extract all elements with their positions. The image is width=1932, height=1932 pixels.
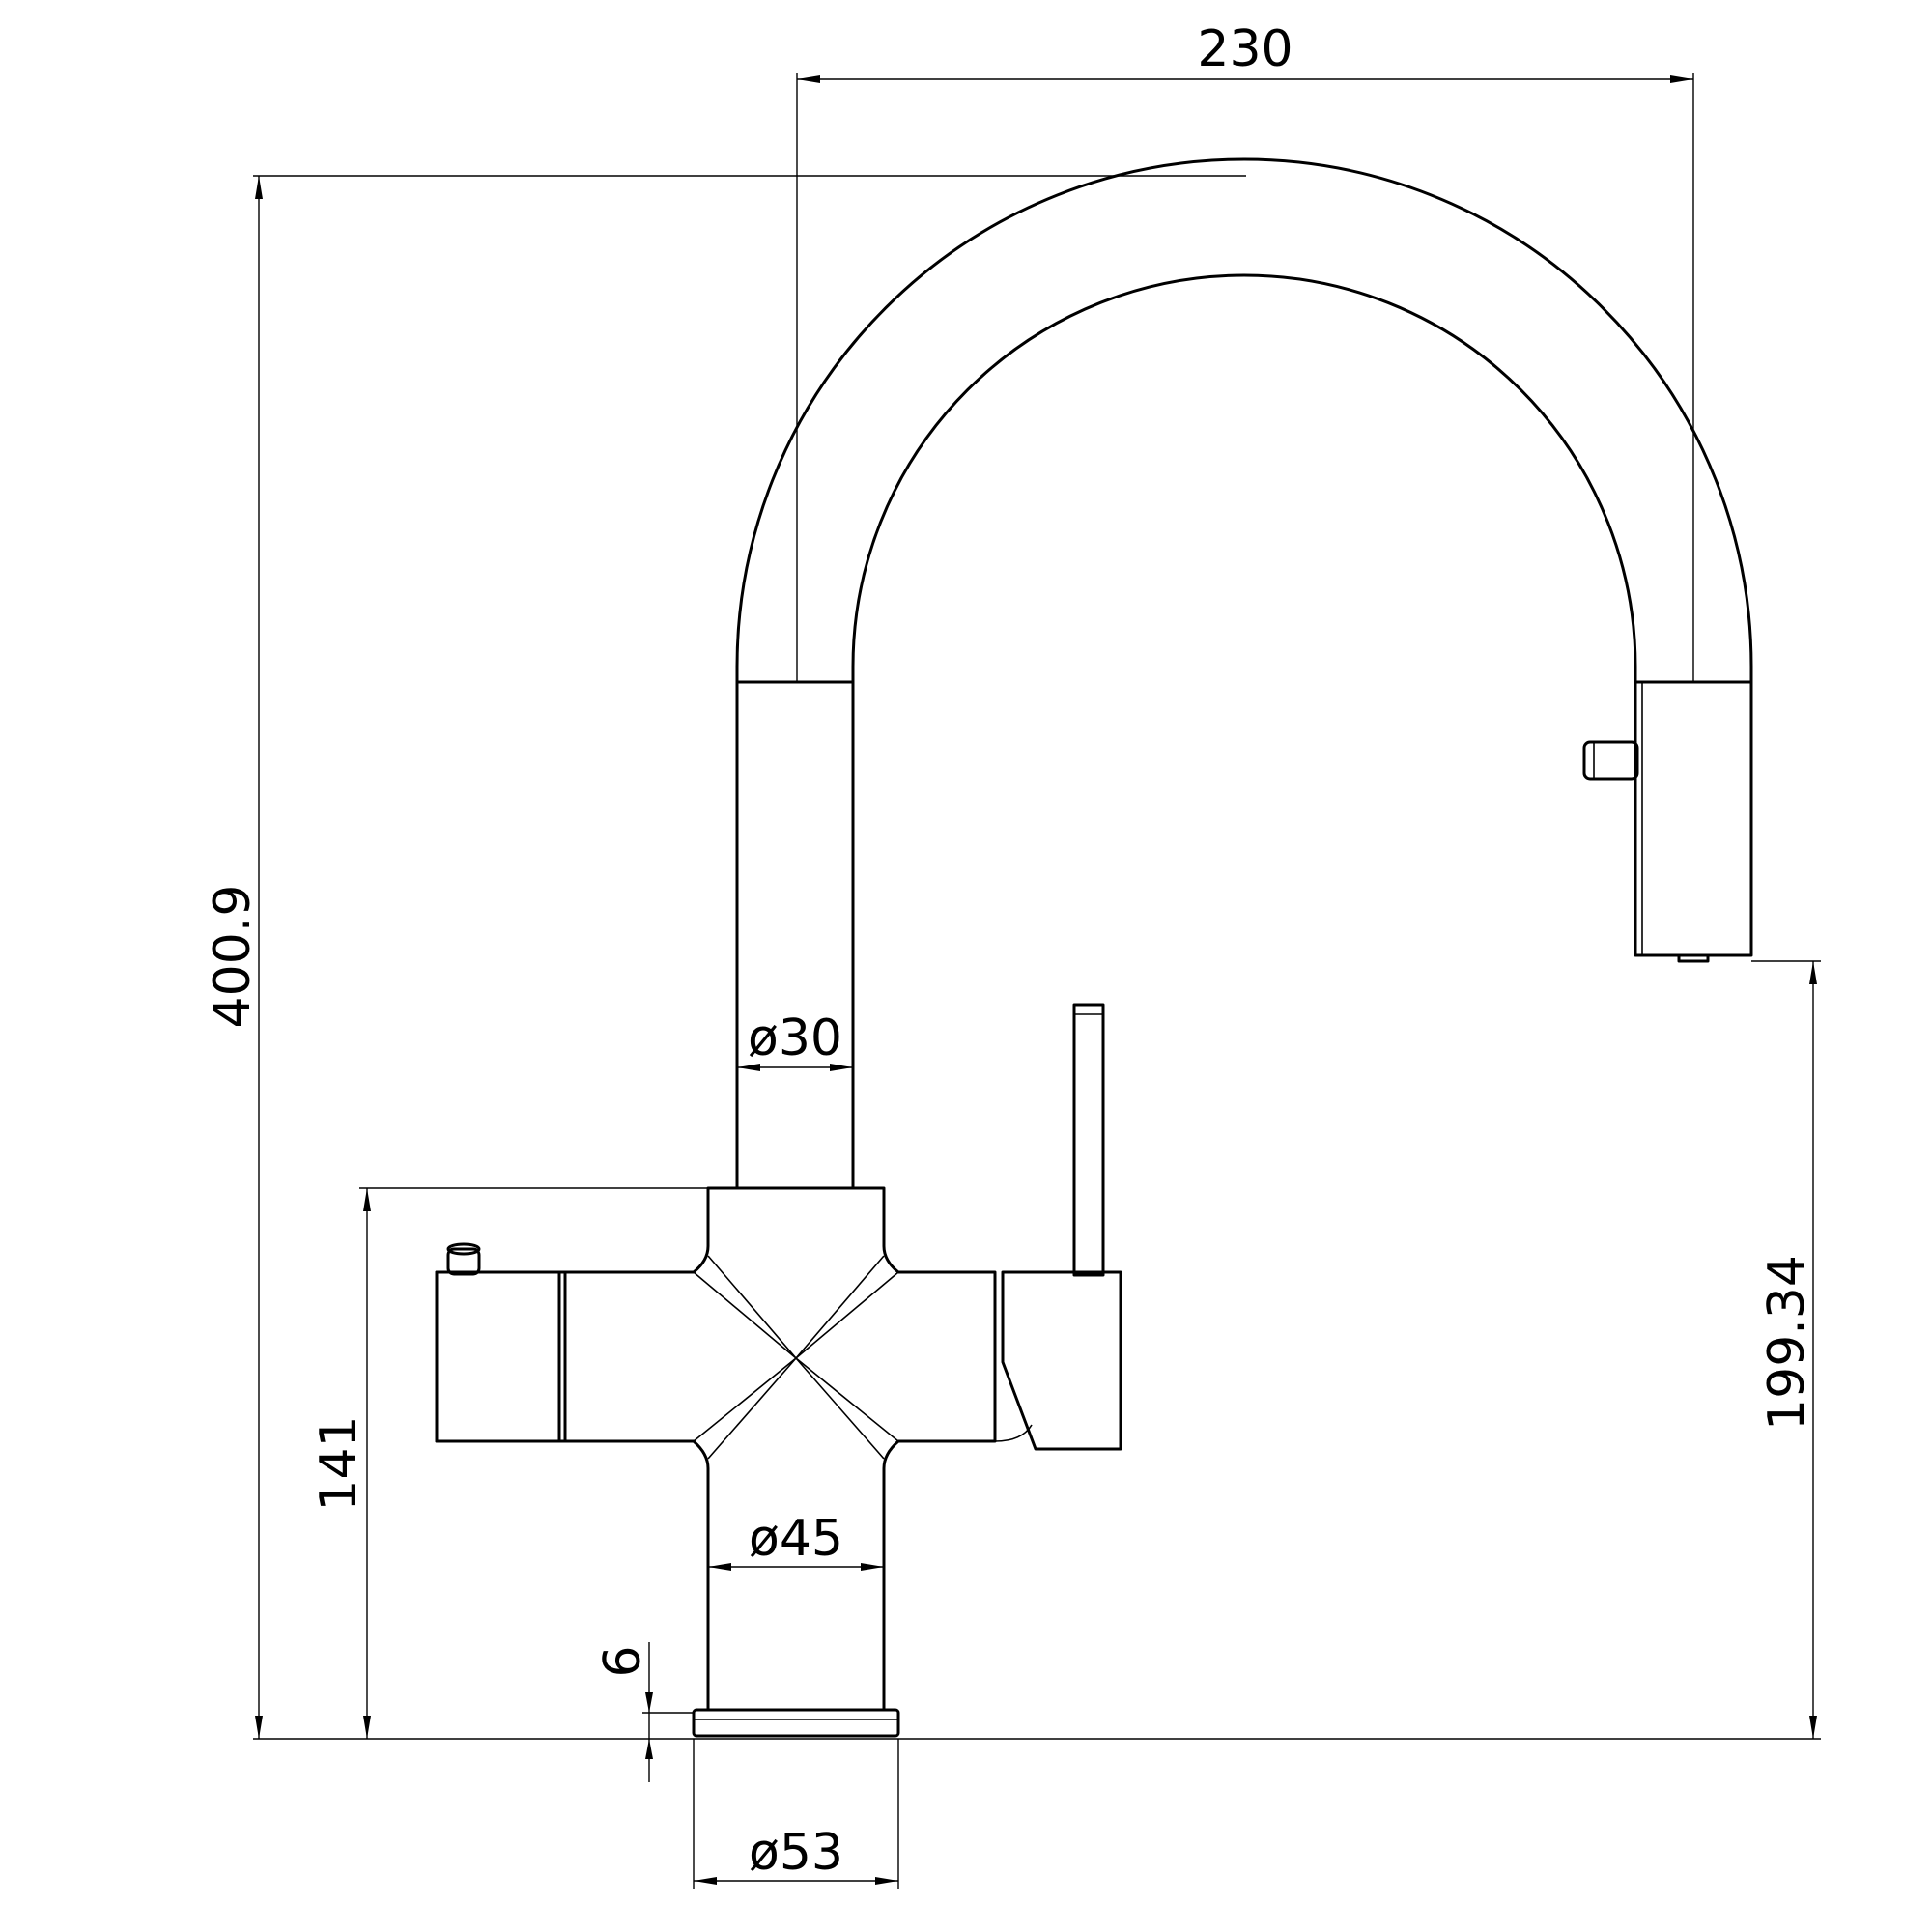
mixer-lever [1072, 1003, 1105, 1277]
outlet-height-label: 199.34 [1758, 1255, 1816, 1431]
body-height-label: 141 [310, 1415, 368, 1511]
total-height-label: 400.9 [204, 885, 262, 1029]
spout-riser [735, 680, 855, 1190]
spout-diameter-label: ø30 [748, 1009, 842, 1067]
left-handle-cap [435, 1270, 561, 1443]
base-plate [692, 1708, 900, 1738]
base-thickness-label: 6 [594, 1645, 652, 1677]
right-handle-curve [994, 1424, 1033, 1442]
body-cross-facets [693, 1255, 899, 1460]
spray-head [1634, 680, 1753, 957]
right-handle-body [1001, 1270, 1122, 1451]
base-diameter-label: ø53 [749, 1824, 843, 1882]
spray-button-icon [1582, 740, 1639, 781]
safety-knob-top [446, 1242, 481, 1256]
safety-knob-icon [446, 1247, 481, 1276]
faucet [435, 157, 1753, 1738]
spout-outer-arc [735, 157, 1753, 684]
body-diameter-label: ø45 [749, 1510, 843, 1568]
spout-inner-arc [851, 273, 1637, 684]
reach-label: 230 [1197, 20, 1293, 78]
dimension-lines [253, 73, 1821, 1889]
dimension-labels: 230 400.9 141 199.34 ø30 ø45 6 ø53 [204, 20, 1816, 1882]
spray-head-nozzle [1677, 953, 1710, 963]
